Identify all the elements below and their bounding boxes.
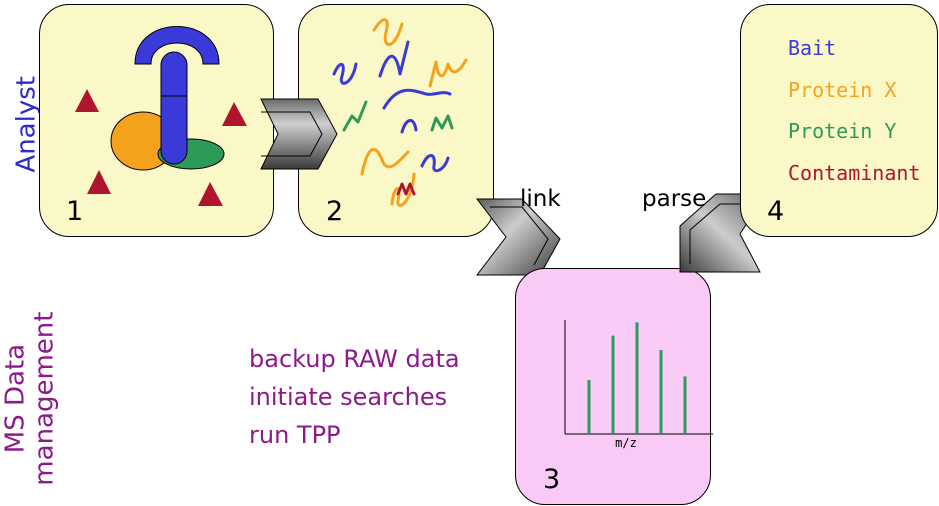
peptide-bait-3: [382, 88, 452, 110]
bait-arch: [134, 26, 220, 65]
panel-4-number: 4: [767, 196, 785, 227]
peptide-contaminant-1: [396, 182, 416, 196]
protein-legend: Bait Protein X Protein Y Contaminant: [788, 28, 920, 194]
legend-item-protein-y: Protein Y: [788, 119, 897, 143]
panel-4-results: [740, 4, 938, 237]
peptide-x-1: [372, 18, 404, 46]
legend-item-bait: Bait: [788, 36, 837, 60]
panel-1-number: 1: [66, 196, 84, 227]
peptide-squiggles: [332, 18, 468, 207]
ms-data-lane-label: MS Data management: [0, 309, 59, 489]
peptide-x-4: [390, 172, 416, 207]
arrow-2-to-3: [475, 198, 561, 276]
analyst-lane-label: Analyst: [11, 76, 42, 173]
legend-item-protein-x: Protein X: [788, 77, 897, 102]
arrow-1-to-2: [260, 98, 338, 170]
ms-step-tpp: run TPP: [249, 421, 341, 449]
ms-step-backup: backup RAW data: [249, 345, 460, 373]
contaminant-triangle-1: [75, 89, 99, 112]
ms-step-searches: initiate searches: [249, 383, 448, 411]
panel-2-number: 2: [326, 196, 344, 227]
peptide-bait-4: [400, 119, 418, 134]
peptide-bait-5: [420, 154, 450, 173]
contaminant-triangle-2: [222, 102, 247, 126]
ms-spectrum-plot: m/z: [564, 320, 713, 450]
spectrum-x-label: m/z: [615, 436, 637, 450]
contaminant-triangle-3: [87, 170, 111, 194]
ms-data-line1: MS Data: [0, 343, 31, 454]
peptide-y-2: [430, 114, 454, 132]
protein-complex-illustration: [75, 26, 247, 206]
panel-2-peptides: [298, 4, 494, 237]
link-label: link: [520, 186, 561, 212]
legend-item-contaminant: Contaminant: [788, 160, 921, 185]
ms-steps-list: backup RAW data initiate searches run TP…: [249, 340, 460, 454]
bait-cylinder: [160, 51, 188, 165]
contaminant-triangle-4: [198, 182, 223, 206]
parse-label: parse: [642, 186, 707, 212]
panel-3-number: 3: [543, 464, 561, 495]
ms-data-line2: management: [29, 311, 59, 486]
peptide-x-3: [360, 147, 410, 176]
peptide-y-1: [342, 100, 368, 132]
peptide-bait-1: [332, 62, 358, 85]
peptide-x-2: [428, 58, 468, 88]
peptide-bait-2: [378, 40, 410, 78]
